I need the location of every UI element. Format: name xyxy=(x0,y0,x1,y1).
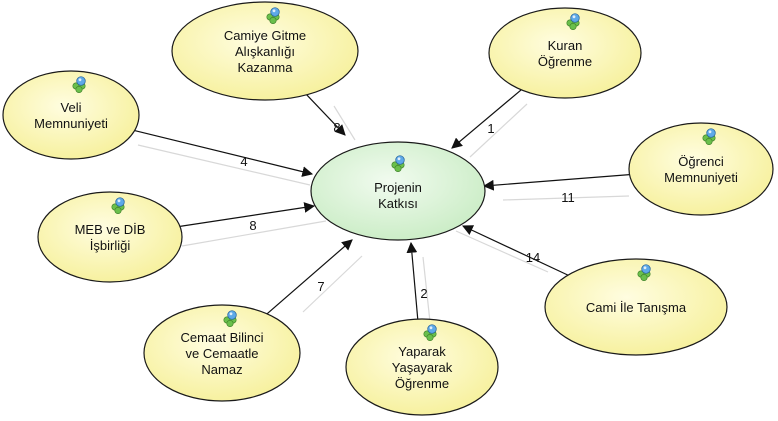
edge-arrow[interactable] xyxy=(134,129,314,177)
node-label-line: MEB ve DİB xyxy=(75,222,146,237)
edge-cemaat: 7 xyxy=(266,239,363,315)
edge-ogrenci: 11 xyxy=(482,174,630,205)
edge-ghost-line xyxy=(333,105,356,141)
edge-weight-label: 1 xyxy=(487,121,494,136)
edge-weight-label: 8 xyxy=(333,120,340,135)
node-label-line: Öğrenci xyxy=(678,154,724,169)
edge-kuran: 1 xyxy=(451,89,528,158)
edge-arrow[interactable] xyxy=(451,89,522,149)
edge-ghost-line xyxy=(455,230,549,273)
edge-cami: 14 xyxy=(455,225,569,276)
node-ellipse[interactable] xyxy=(628,122,774,216)
node-label-line: Namaz xyxy=(201,362,242,377)
edge-weight-label: 4 xyxy=(240,154,247,169)
edge-weight-label: 11 xyxy=(561,190,575,205)
edge-arrow[interactable] xyxy=(266,239,353,315)
node-label-line: Alışkanlığı xyxy=(235,44,295,59)
edge-veli: 4 xyxy=(134,129,314,186)
node-label-line: İşbirliği xyxy=(90,238,131,253)
node-label-line: Kazanma xyxy=(238,60,294,75)
node-label-line: Yaparak xyxy=(398,344,446,359)
node-cami[interactable]: Cami İle Tanışma xyxy=(544,258,728,356)
edge-ghost-line xyxy=(422,256,431,323)
node-label-line: Memnuniyeti xyxy=(664,170,738,185)
edge-arrow[interactable] xyxy=(306,94,346,136)
node-label-line: Veli xyxy=(61,100,82,115)
edge-arrow[interactable] xyxy=(462,225,569,276)
node-label-line: Katkısı xyxy=(378,196,418,211)
node-label-line: Projenin xyxy=(374,180,422,195)
edge-ghost-line xyxy=(181,220,327,247)
node-label-line: Memnuniyeti xyxy=(34,116,108,131)
edge-weight-label: 7 xyxy=(317,279,324,294)
node-ellipse[interactable] xyxy=(2,70,140,160)
edge-arrow[interactable] xyxy=(482,174,630,191)
edge-arrow[interactable] xyxy=(406,241,419,320)
node-label-line: ve Cemaatle xyxy=(186,346,259,361)
edge-ghost-line xyxy=(137,144,311,186)
node-ellipse[interactable] xyxy=(544,258,728,356)
edge-ghost-line xyxy=(469,103,528,158)
edge-arrow[interactable] xyxy=(179,202,316,227)
node-label-line: Öğrenme xyxy=(538,54,592,69)
node-label-line: Cami İle Tanışma xyxy=(586,300,687,315)
node-label-line: Camiye Gitme xyxy=(224,28,306,43)
edge-ghost-line xyxy=(502,195,630,201)
node-label-line: Kuran xyxy=(548,38,583,53)
node-ellipse[interactable] xyxy=(310,141,486,241)
node-label-line: Cemaat Bilinci xyxy=(180,330,263,345)
edge-camiye: 8 xyxy=(306,94,356,141)
node-ellipse[interactable] xyxy=(143,304,301,402)
node-label-line: Öğrenme xyxy=(395,376,449,391)
edge-weight-label: 2 xyxy=(420,286,427,301)
edge-weight-label: 14 xyxy=(526,250,540,265)
node-ellipse[interactable] xyxy=(37,191,183,283)
node-ellipse[interactable] xyxy=(171,1,359,101)
node-ellipse[interactable] xyxy=(488,7,642,99)
node-ellipse[interactable] xyxy=(345,318,499,416)
edge-meb: 8 xyxy=(179,202,327,247)
node-label-line: Yaşayarak xyxy=(392,360,453,375)
edge-ghost-line xyxy=(302,255,363,313)
edge-yaparak: 2 xyxy=(406,241,431,323)
edge-weight-label: 8 xyxy=(249,218,256,233)
